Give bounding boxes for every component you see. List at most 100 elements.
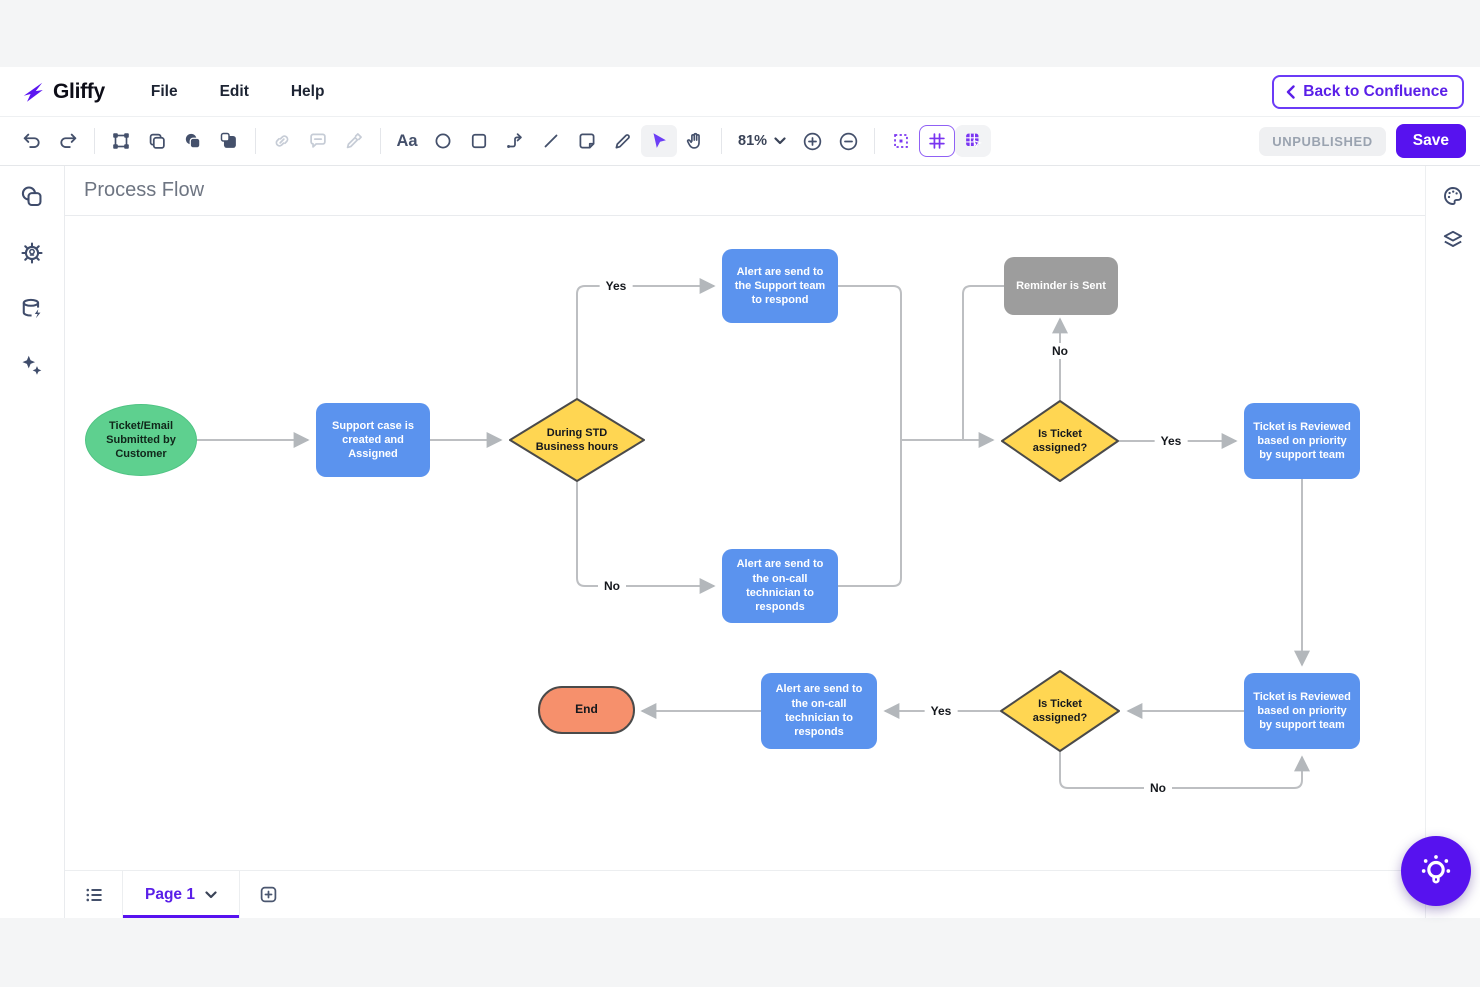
node-label: Ticket is Reviewed based on priority by … xyxy=(1253,420,1351,462)
merge-shapes-icon[interactable] xyxy=(175,125,211,157)
duplicate-icon[interactable] xyxy=(139,125,175,157)
node-alert-support-team[interactable]: Alert are send to the Support team to re… xyxy=(722,249,838,323)
gliffy-logo[interactable]: Gliffy xyxy=(20,79,105,105)
save-button[interactable]: Save xyxy=(1395,124,1466,158)
group-selection-icon[interactable] xyxy=(103,125,139,157)
add-page-icon[interactable] xyxy=(240,871,298,918)
connector[interactable] xyxy=(576,278,716,398)
connector-tool-icon[interactable] xyxy=(497,125,533,157)
node-label: Support case is created and Assigned xyxy=(332,419,414,461)
page-tab[interactable]: Page 1 xyxy=(123,871,240,918)
menu-help[interactable]: Help xyxy=(290,82,325,100)
text-tool-icon[interactable]: Aa xyxy=(396,131,418,150)
pointer-tool-icon[interactable] xyxy=(641,125,677,157)
connector-layer xyxy=(197,278,1310,789)
diamond-shape xyxy=(1001,400,1119,482)
node-label: Alert are send to the on-call technician… xyxy=(736,558,824,614)
comment-icon[interactable] xyxy=(300,125,336,157)
gear-lightbulb-icon[interactable] xyxy=(17,238,47,268)
page-tab-label: Page 1 xyxy=(145,885,195,903)
snap-grid-icon[interactable] xyxy=(883,125,919,157)
layers-icon[interactable] xyxy=(1439,226,1467,254)
eyedropper-icon[interactable] xyxy=(336,125,372,157)
page-list-icon[interactable] xyxy=(65,871,123,918)
connector[interactable] xyxy=(838,285,902,587)
zoom-out-icon[interactable] xyxy=(830,125,866,157)
node-reminder[interactable]: Reminder is Sent xyxy=(1004,257,1118,315)
grid-icon[interactable] xyxy=(919,125,956,157)
node-label: End xyxy=(575,702,598,717)
connector[interactable] xyxy=(962,285,1004,440)
brand-name: Gliffy xyxy=(53,79,105,103)
edge-label: No xyxy=(598,578,626,594)
table-grid-icon[interactable] xyxy=(955,125,992,157)
chevron-left-icon xyxy=(1287,84,1295,99)
node-start[interactable]: Ticket/Email Submitted by Customer xyxy=(85,404,197,476)
node-review-bottom[interactable]: Ticket is Reviewed based on priority by … xyxy=(1244,673,1360,749)
zoom-level-control[interactable]: 81% xyxy=(730,133,794,149)
gliffy-logo-icon xyxy=(23,82,43,102)
edge-label: Yes xyxy=(599,278,633,294)
drawing-canvas[interactable]: Process Flow Ticket/Email Submitted by C… xyxy=(65,166,1425,918)
canvas-title-row: Process Flow xyxy=(65,166,1425,216)
back-to-confluence-button[interactable]: Back to Confluence xyxy=(1272,74,1464,109)
menu-edit[interactable]: Edit xyxy=(219,82,249,100)
node-decision-assigned-1[interactable]: Is Ticket assigned? xyxy=(1001,400,1119,482)
shapes-icon[interactable] xyxy=(17,182,47,212)
edge-label: No xyxy=(1046,343,1074,359)
menu-file[interactable]: File xyxy=(150,82,178,100)
pencil-tool-icon[interactable] xyxy=(605,125,641,157)
node-end[interactable]: End xyxy=(538,686,635,734)
status-badge: UNPUBLISHED xyxy=(1259,126,1386,156)
node-alert-oncall-2[interactable]: Alert are send to the on-call technician… xyxy=(761,673,877,749)
undo-icon[interactable] xyxy=(14,125,50,157)
node-label: Reminder is Sent xyxy=(1016,279,1106,292)
node-label: During STD Business hours xyxy=(535,426,619,453)
node-create-case[interactable]: Support case is created and Assigned xyxy=(316,403,430,477)
connector[interactable] xyxy=(1059,752,1310,789)
menu-items: File Edit Help xyxy=(151,83,325,101)
node-review-top[interactable]: Ticket is Reviewed based on priority by … xyxy=(1244,403,1360,479)
toolbar: Aa 81% xyxy=(0,117,1480,166)
node-label: Is Ticket assigned? xyxy=(1032,427,1088,454)
line-tool-icon[interactable] xyxy=(533,125,569,157)
node-label: Ticket/Email Submitted by Customer xyxy=(106,419,176,461)
node-label: Is Ticket assigned? xyxy=(1032,697,1088,724)
ideas-fab-button[interactable] xyxy=(1401,836,1471,906)
edge-label: No xyxy=(1144,780,1172,796)
active-tab-indicator xyxy=(123,915,239,918)
lightbulb-icon xyxy=(1421,855,1451,884)
node-alert-oncall-1[interactable]: Alert are send to the on-call technician… xyxy=(722,549,838,623)
palette-icon[interactable] xyxy=(1439,182,1467,210)
right-sidebar xyxy=(1425,166,1480,918)
redo-icon[interactable] xyxy=(50,125,86,157)
zoom-level-value: 81% xyxy=(738,133,768,149)
note-tool-icon[interactable] xyxy=(569,125,605,157)
menu-bar: Gliffy File Edit Help Back to Confluence xyxy=(0,67,1480,117)
flowchart: Ticket/Email Submitted by Customer Suppor… xyxy=(65,216,1425,870)
ellipse-tool-icon[interactable] xyxy=(425,125,461,157)
chevron-down-icon xyxy=(205,890,217,898)
chevron-down-icon xyxy=(774,137,786,145)
database-power-icon[interactable] xyxy=(17,294,47,324)
link-icon[interactable] xyxy=(264,125,300,157)
rectangle-tool-icon[interactable] xyxy=(461,125,497,157)
diamond-shape xyxy=(509,398,645,482)
node-label: Alert are send to the on-call technician… xyxy=(775,683,863,739)
node-label: Alert are send to the Support team to re… xyxy=(734,265,826,307)
node-decision-hours[interactable]: During STD Business hours xyxy=(509,398,645,482)
diagram-title[interactable]: Process Flow xyxy=(84,179,205,201)
subtract-shape-icon[interactable] xyxy=(211,125,247,157)
edge-label: Yes xyxy=(1154,433,1188,449)
node-decision-assigned-2[interactable]: Is Ticket assigned? xyxy=(1000,670,1120,752)
edge-label: Yes xyxy=(924,703,958,719)
zoom-in-icon[interactable] xyxy=(794,125,830,157)
node-label: Ticket is Reviewed based on priority by … xyxy=(1253,690,1351,732)
back-button-label: Back to Confluence xyxy=(1303,82,1448,100)
left-sidebar xyxy=(0,166,65,918)
diamond-shape xyxy=(1000,670,1120,752)
ai-sparkles-icon[interactable] xyxy=(17,350,47,380)
page-bar: Page 1 xyxy=(65,870,1425,918)
pan-tool-icon[interactable] xyxy=(677,125,713,157)
connector[interactable] xyxy=(576,482,716,594)
